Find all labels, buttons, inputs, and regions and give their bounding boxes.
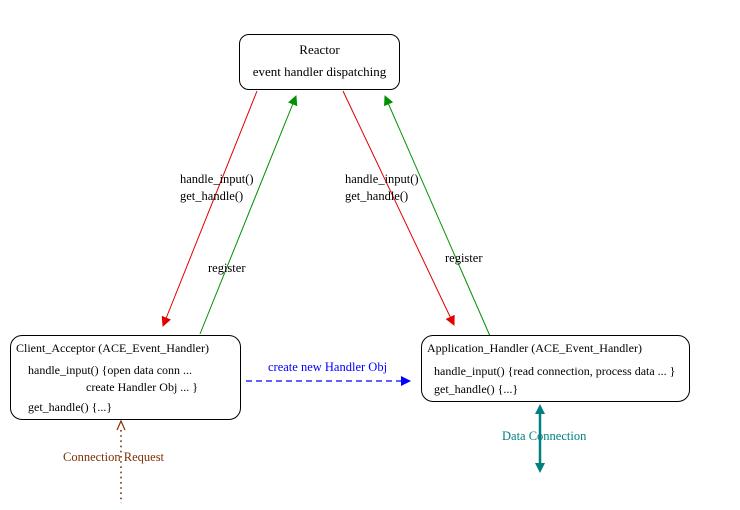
register-arrow-client-to-reactor <box>199 95 298 335</box>
client-acceptor-handle-input: handle_input() {open data conn ... <box>28 363 193 377</box>
application-handler-box: Application_Handler (ACE_Event_Handler) … <box>421 335 690 402</box>
reactor-box: Reactor event handler dispatching <box>239 34 400 90</box>
client-acceptor-box: Client_Acceptor (ACE_Event_Handler) hand… <box>10 335 241 420</box>
application-handler-handle-input: handle_input() {read connection, process… <box>434 364 676 378</box>
right-register-label: register <box>445 251 483 265</box>
client-acceptor-get-handle: get_handle() {...} <box>28 400 113 414</box>
left-dispatch-label: handle_input() get_handle() <box>180 171 254 205</box>
dispatch-arrow-reactor-to-application <box>342 90 455 326</box>
register-arrow-application-to-reactor <box>384 95 491 337</box>
dispatch-arrow-reactor-to-client <box>161 90 258 327</box>
connection-request-label: Connection Request <box>63 450 165 464</box>
left-dispatch-handle-input: handle_input() <box>180 172 254 186</box>
application-handler-title: Application_Handler (ACE_Event_Handler) <box>427 341 642 355</box>
left-dispatch-get-handle: get_handle() <box>180 189 244 203</box>
reactor-subtitle: event handler dispatching <box>252 64 387 79</box>
reactor-title: Reactor <box>299 42 340 57</box>
right-dispatch-label: handle_input() get_handle() <box>345 171 419 205</box>
left-register-label: register <box>208 261 246 275</box>
application-handler-get-handle: get_handle() {...} <box>434 382 519 396</box>
connection-request-open-arrowhead <box>116 419 126 431</box>
data-connection-arrowhead-up <box>535 404 545 414</box>
client-acceptor-create-handler: create Handler Obj ... } <box>86 380 199 394</box>
client-acceptor-title: Client_Acceptor (ACE_Event_Handler) <box>16 341 209 355</box>
data-connection-arrowhead-down <box>535 463 545 473</box>
data-connection-label: Data Connection <box>502 429 587 443</box>
create-handler-label: create new Handler Obj <box>268 360 388 374</box>
right-dispatch-get-handle: get_handle() <box>345 189 409 203</box>
right-dispatch-handle-input: handle_input() <box>345 172 419 186</box>
